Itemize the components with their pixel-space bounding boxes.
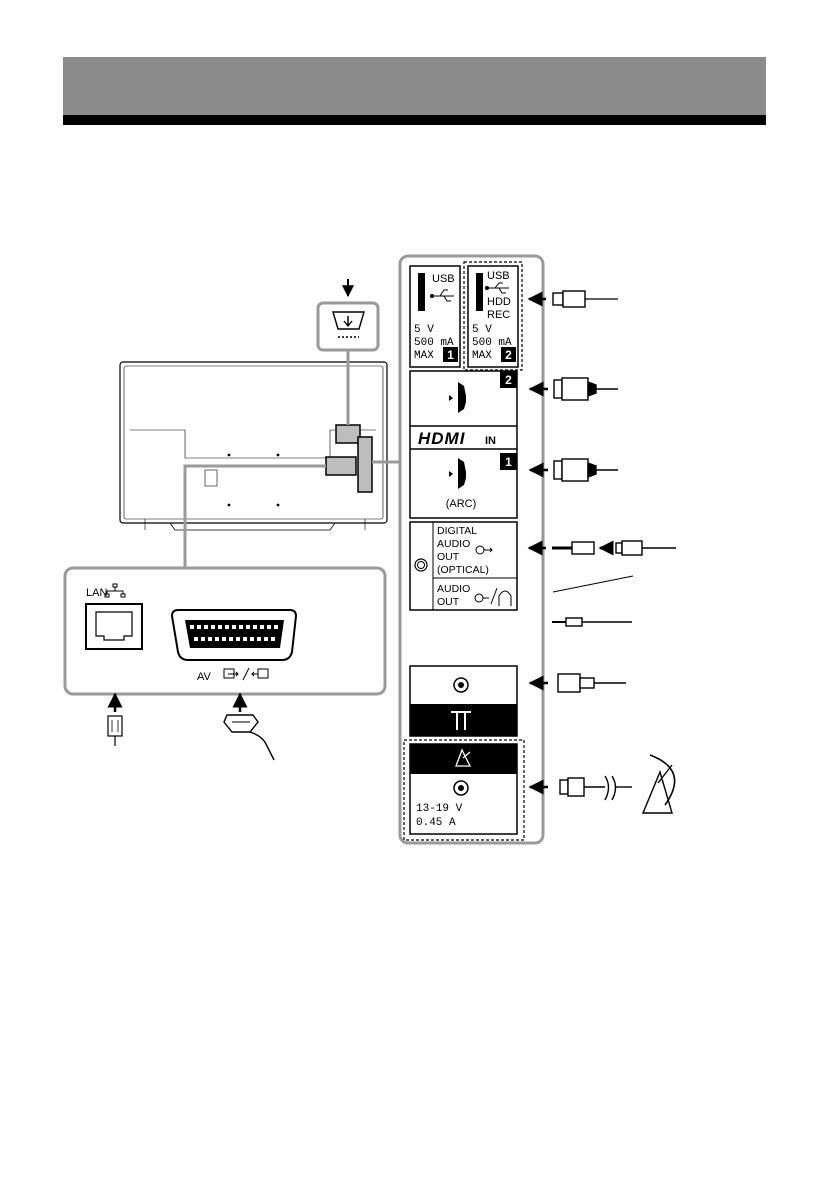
usb-port-2: USB HDD REC 5 V 500 mA MAX 2 (464, 262, 522, 370)
hdmi2-number: 2 (505, 373, 512, 387)
svg-text:DIGITAL: DIGITAL (437, 525, 477, 537)
tv-terminal-blocks (326, 425, 372, 492)
hdmi1-number: 1 (505, 455, 512, 469)
svg-text:AUDIO: AUDIO (437, 583, 470, 595)
lan-label: LAN (86, 587, 107, 599)
usb1-voltage: 5 V (414, 324, 434, 336)
usb2-hdd: HDD (487, 296, 511, 308)
satellite-voltage: 13-19 V (416, 803, 463, 815)
rear-cable-plugs (108, 694, 274, 760)
usb1-number: 1 (447, 348, 454, 362)
svg-text:AUDIO: AUDIO (437, 538, 470, 550)
hdmi-in-label: IN (485, 435, 496, 447)
usb2-rec: REC (487, 309, 510, 321)
usb2-voltage: 5 V (472, 324, 492, 336)
audio-block: DIGITAL AUDIO OUT (OPTICAL) AUDIO OUT (410, 522, 517, 610)
cable-plugs (529, 291, 676, 813)
svg-text:(OPTICAL): (OPTICAL) (437, 564, 489, 576)
hdmi-block: 2 HDMI IN 1 (ARC) (410, 371, 517, 518)
power-callout (318, 279, 378, 350)
usb2-label: USB (487, 270, 510, 282)
antenna-block (410, 666, 517, 736)
tv-screw-holes (228, 454, 280, 507)
av-label: AV (197, 671, 212, 683)
usb2-max: MAX (472, 350, 492, 362)
satellite-current: 0.45 A (416, 817, 456, 829)
hdmi1-arc-label: (ARC) (446, 498, 477, 510)
satellite-block: 13-19 V 0.45 A (404, 740, 524, 840)
svg-text:OUT: OUT (437, 551, 460, 563)
rear-bottom-panel: LAN AV (65, 568, 385, 694)
usb1-label: USB (432, 273, 455, 285)
svg-text:OUT: OUT (437, 596, 460, 608)
usb1-max: MAX (414, 350, 434, 362)
usb-port-1: USB 5 V 500 mA MAX 1 (410, 266, 460, 367)
usb2-number: 2 (505, 348, 512, 362)
hdmi-logo: HDMI (418, 429, 466, 448)
